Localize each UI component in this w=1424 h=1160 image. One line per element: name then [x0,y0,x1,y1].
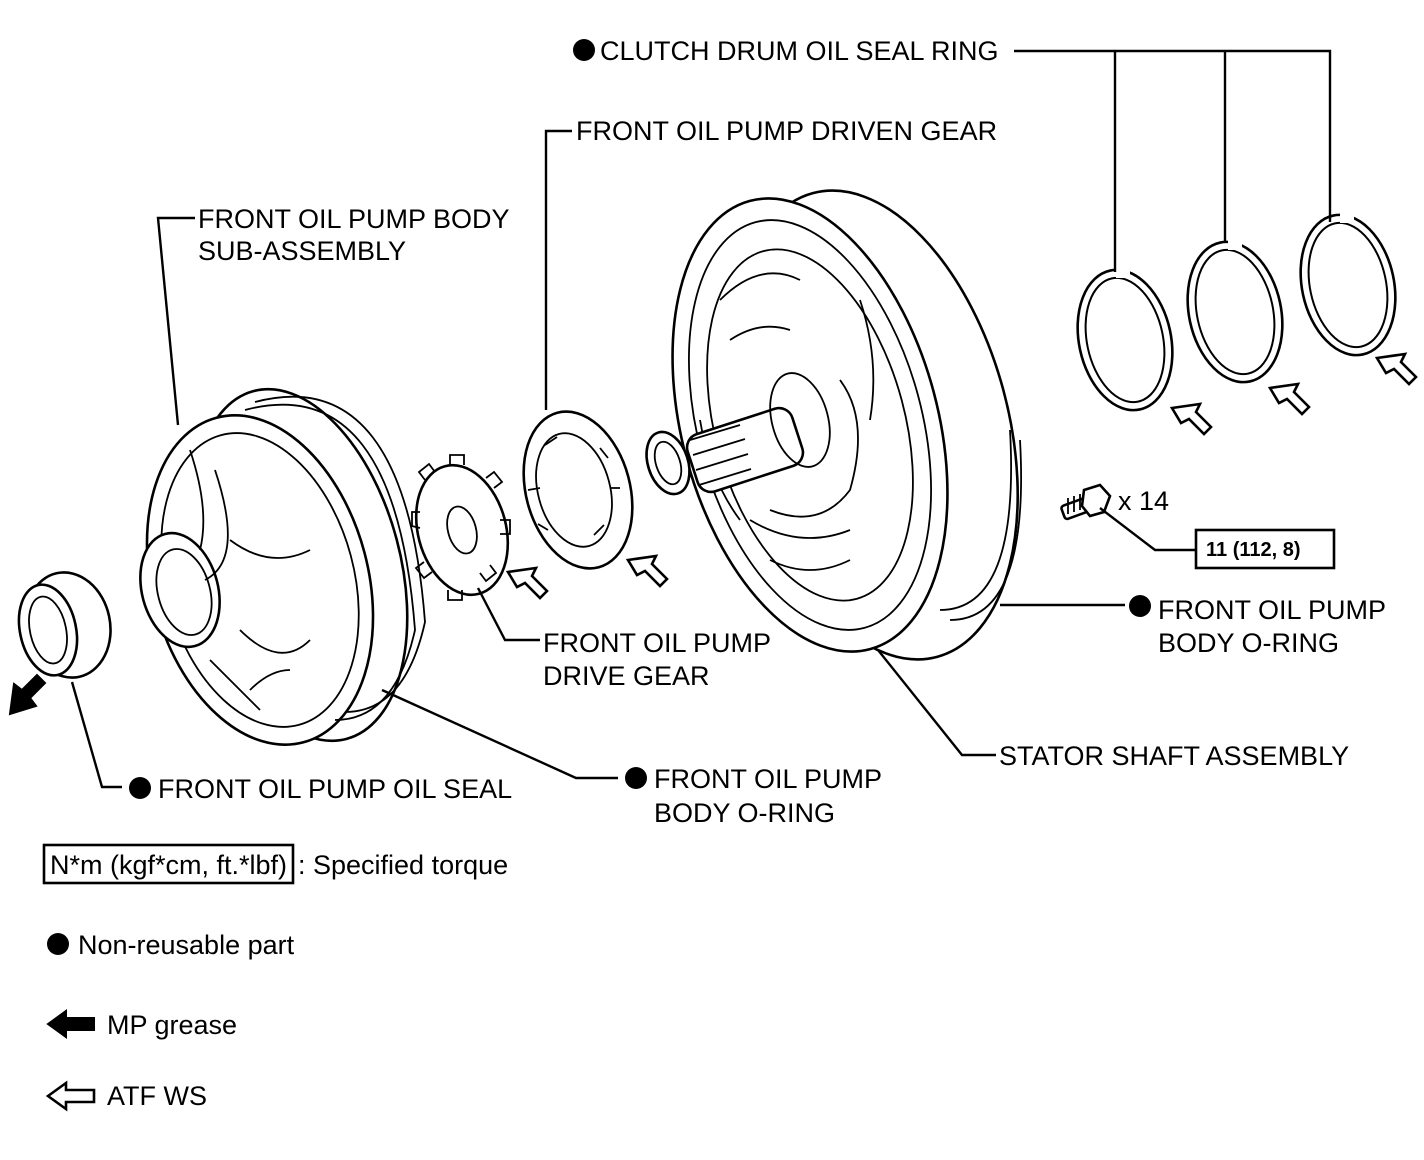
atf-arrow-icon [1169,352,1418,436]
legend-torque-box [42,843,295,885]
front-oil-pump-oil-seal [17,571,112,679]
mp-grease-arrow-icon [46,1009,95,1039]
oring-right-label-line2: BODY O-RING [1158,628,1339,658]
oring-left-label-line2: BODY O-RING [654,798,835,828]
oring-left-label-line1: FRONT OIL PUMP [654,764,882,794]
legend-non-reusable: Non-reusable part [78,930,295,960]
non-reusable-dot-icon [1129,595,1151,617]
atf-arrow-icon [505,566,549,600]
atf-arrow-icon [45,1080,96,1112]
clutch-drum-seal-ring-label: CLUTCH DRUM OIL SEAL RING [600,36,999,66]
legend: N*m (kgf*cm, ft.*lbf) : Specified torque… [42,843,508,1112]
drive-gear-label-line1: FRONT OIL PUMP [543,628,771,658]
front-oil-pump-drive-gear [411,454,511,601]
torque-value: 11 (112, 8) [1206,539,1301,561]
stator-shaft-assembly [645,189,1019,661]
non-reusable-dot-icon [625,767,647,789]
non-reusable-dot-icon [129,777,151,799]
mp-grease-arrow-icon [8,673,47,716]
driven-gear-label: FRONT OIL PUMP DRIVEN GEAR [576,116,997,146]
legend-mp-grease: MP grease [107,1010,237,1040]
torque-spec-box [1194,528,1336,570]
front-oil-pump-body [139,387,409,746]
stator-oring-right [939,429,1022,621]
legend-torque-text: : Specified torque [298,850,508,880]
bolt-icon [1060,483,1112,521]
non-reusable-dot-icon [573,39,595,61]
legend-atf-ws: ATF WS [107,1081,207,1111]
bolt-count-label: x 14 [1118,486,1169,516]
clutch-drum-oil-seal-rings [1076,213,1397,412]
pump-body-label-line2: SUB-ASSEMBLY [198,236,406,266]
stator-shaft-label: STATOR SHAFT ASSEMBLY [999,741,1349,771]
non-reusable-dot-icon [47,933,69,955]
legend-torque-units: N*m (kgf*cm, ft.*lbf) [50,850,287,880]
oil-seal-label: FRONT OIL PUMP OIL SEAL [158,774,512,804]
drive-gear-label-line2: DRIVE GEAR [543,661,710,691]
pump-body-oring-left [244,395,426,721]
front-oil-pump-driven-gear [522,410,634,570]
atf-arrow-icon [625,554,669,588]
oring-right-label-line1: FRONT OIL PUMP [1158,595,1386,625]
pump-body-label-line1: FRONT OIL PUMP BODY [198,204,510,234]
